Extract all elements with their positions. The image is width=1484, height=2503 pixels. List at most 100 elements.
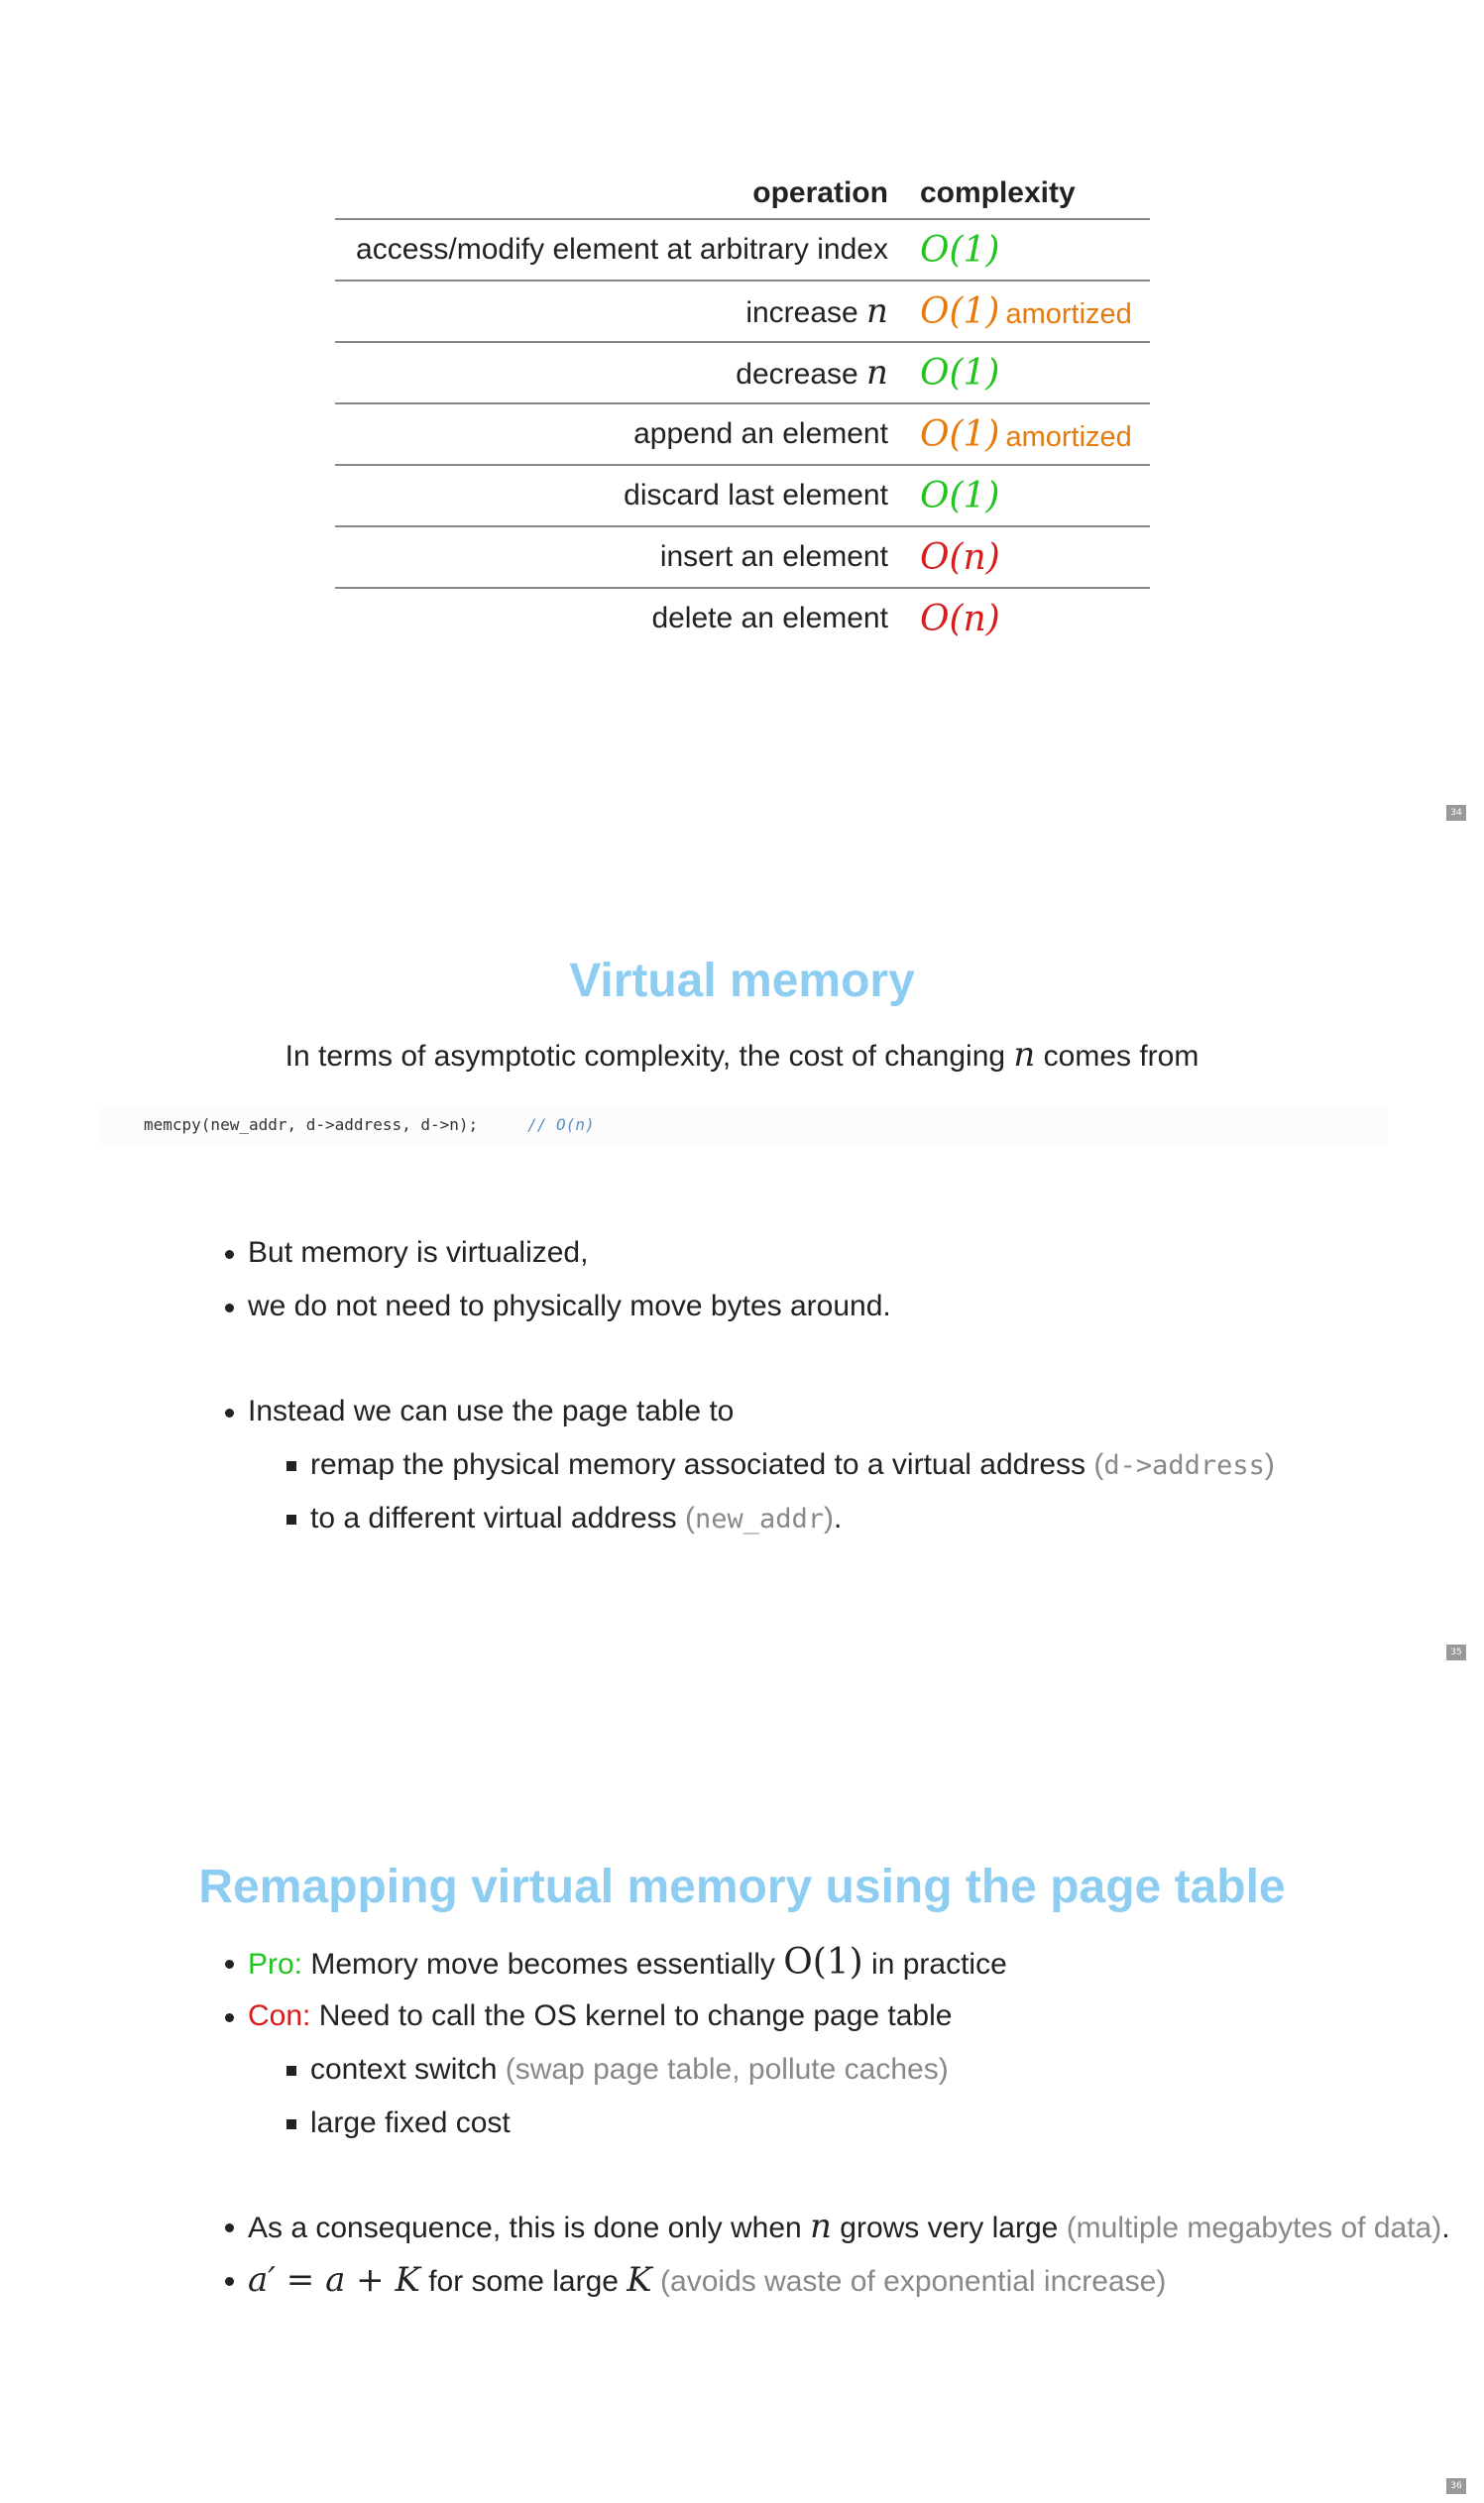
complexity-cell: O(1)amortized bbox=[903, 281, 1150, 343]
bullet-list: But memory is virtualized, we do not nee… bbox=[225, 1226, 891, 1333]
list-subitem: context switch (swap page table, pollute… bbox=[248, 2043, 1007, 2097]
complexity-cell: O(n) bbox=[904, 588, 1150, 648]
list-subitem: remap the physical memory associated to … bbox=[248, 1438, 1275, 1492]
slide-title: Remapping virtual memory using the page … bbox=[198, 1861, 1286, 1913]
slide-subtitle: In terms of asymptotic complexity, the c… bbox=[0, 1035, 1484, 1075]
math-var: n bbox=[1013, 1035, 1036, 1075]
list-item: As a consequence, this is done only when… bbox=[225, 2200, 1450, 2253]
complexity-value: O(n) bbox=[919, 598, 1000, 639]
math-var: K bbox=[627, 2260, 652, 2300]
list-subitem: large fixed cost bbox=[248, 2097, 1007, 2150]
bullet-dot bbox=[225, 1304, 234, 1312]
list-item: Con: Need to call the OS kernel to chang… bbox=[225, 1990, 1007, 2043]
table-row: insert an element O(n) bbox=[335, 526, 1150, 589]
operation-cell: insert an element bbox=[335, 526, 904, 589]
bullet-list: Instead we can use the page table to rem… bbox=[225, 1385, 1275, 1545]
page-number: 36 bbox=[1446, 2478, 1466, 2494]
operation-text: discard last element bbox=[624, 479, 888, 512]
operation-cell: decrease n bbox=[335, 342, 904, 404]
operation-cell: append an element bbox=[335, 403, 904, 466]
math-var: n bbox=[810, 2207, 832, 2246]
page-number: 35 bbox=[1446, 1645, 1466, 1660]
bullet-dot bbox=[225, 1250, 234, 1259]
operation-cell: delete an element bbox=[335, 588, 904, 648]
con-label: Con: bbox=[248, 1999, 311, 2032]
complexity-cell: O(1)amortized bbox=[903, 403, 1150, 466]
complexity-value: O(1) bbox=[919, 290, 1000, 332]
code-line: memcpy(new_addr, d->address, d->n); bbox=[144, 1115, 479, 1134]
list-item: we do not need to physically move bytes … bbox=[225, 1280, 891, 1333]
operation-text: delete an element bbox=[651, 602, 888, 634]
table-row: delete an element O(n) bbox=[335, 588, 1150, 648]
bullet-dot bbox=[225, 2013, 234, 2022]
bullet-text-end: . bbox=[1441, 2212, 1450, 2244]
table-row: append an element O(1)amortized bbox=[335, 403, 1150, 466]
bullet-list: As a consequence, this is done only when… bbox=[225, 2200, 1450, 2307]
bullet-text: large fixed cost bbox=[310, 2106, 511, 2139]
operation-cell: increase n bbox=[335, 281, 904, 343]
bullet-text: for some large bbox=[419, 2265, 628, 2298]
complexity-value: O(1) bbox=[919, 413, 1000, 455]
math-var: n bbox=[866, 353, 888, 393]
operation-text: decrease bbox=[736, 358, 867, 391]
code-comment: // O(n) bbox=[527, 1115, 595, 1134]
complexity-note: amortized bbox=[1005, 420, 1132, 453]
operation-text: access/modify element at arbitrary index bbox=[356, 233, 888, 266]
bullet-text: Instead we can use the page table to bbox=[248, 1395, 735, 1427]
complexity-cell: O(1) bbox=[903, 219, 1150, 282]
inline-code: new_addr bbox=[695, 1504, 825, 1535]
bullet-text: As a consequence, this is done only when bbox=[248, 2212, 811, 2244]
operation-cell: access/modify element at arbitrary index bbox=[335, 219, 904, 282]
complexity-note: amortized bbox=[1005, 297, 1132, 330]
math-expression: O(1) bbox=[783, 1942, 863, 1983]
bullet-text: to a different virtual address bbox=[310, 1502, 685, 1535]
bullet-text-end: . bbox=[834, 1502, 843, 1535]
bullet-text: we do not need to physically move bytes … bbox=[248, 1290, 891, 1322]
operation-text: append an element bbox=[633, 417, 888, 450]
pro-label: Pro: bbox=[248, 1948, 303, 1981]
complexity-value: O(1) bbox=[919, 352, 1000, 394]
bullet-dot bbox=[225, 2277, 234, 2286]
bullet-text: Need to call the OS kernel to change pag… bbox=[310, 1999, 953, 2032]
list-item: But memory is virtualized, bbox=[225, 1226, 891, 1280]
operation-cell: discard last element bbox=[335, 465, 904, 527]
complexity-cell: O(1) bbox=[903, 342, 1150, 404]
page-number: 34 bbox=[1446, 805, 1466, 821]
complexity-value: O(1) bbox=[919, 229, 1000, 271]
list-item: Instead we can use the page table to bbox=[225, 1385, 1275, 1438]
complexity-cell: O(1) bbox=[903, 465, 1150, 527]
bullet-text: Memory move becomes essentially bbox=[302, 1948, 784, 1981]
bullet-text-end: in practice bbox=[862, 1948, 1007, 1981]
bullet-text: context switch bbox=[310, 2053, 506, 2086]
bullet-dot bbox=[225, 2223, 234, 2232]
subtitle-text: In terms of asymptotic complexity, the c… bbox=[285, 1040, 1014, 1073]
code-block: memcpy(new_addr, d->address, d->n); // O(… bbox=[99, 1106, 1388, 1144]
bullet-square bbox=[286, 2066, 296, 2076]
table-row: access/modify element at arbitrary index… bbox=[335, 219, 1150, 282]
header-operation: operation bbox=[335, 171, 904, 220]
bullet-note: (swap page table, pollute caches) bbox=[505, 2053, 949, 2086]
complexity-value: O(n) bbox=[919, 536, 1000, 578]
operation-text: insert an element bbox=[659, 540, 888, 573]
subtitle-text-end: comes from bbox=[1035, 1040, 1199, 1073]
table-body: access/modify element at arbitrary index… bbox=[335, 219, 1150, 648]
slide-title: Virtual memory bbox=[569, 955, 915, 1007]
complexity-table: operation complexity access/modify eleme… bbox=[335, 171, 1150, 648]
complexity-value: O(1) bbox=[919, 475, 1000, 516]
math-var: n bbox=[866, 291, 888, 331]
math-formula: a′ = a + K bbox=[248, 2260, 420, 2300]
inline-code: d->address bbox=[1103, 1450, 1265, 1481]
table-row: decrease n O(1) bbox=[335, 342, 1150, 404]
operation-text: increase bbox=[745, 296, 867, 329]
bullet-dot bbox=[225, 1960, 234, 1969]
bullet-text: grows very large bbox=[831, 2212, 1067, 2244]
bullet-list: Pro: Memory move becomes essentially O(1… bbox=[225, 1936, 1007, 2150]
list-subitem: to a different virtual address (new_addr… bbox=[248, 1492, 1275, 1545]
bullet-square bbox=[286, 1461, 296, 1471]
bullet-square bbox=[286, 2119, 296, 2129]
complexity-cell: O(n) bbox=[903, 526, 1150, 589]
bullet-note: (multiple megabytes of data) bbox=[1066, 2212, 1442, 2244]
bullet-note: (avoids waste of exponential increase) bbox=[651, 2265, 1167, 2298]
table-header-row: operation complexity bbox=[335, 171, 1150, 220]
